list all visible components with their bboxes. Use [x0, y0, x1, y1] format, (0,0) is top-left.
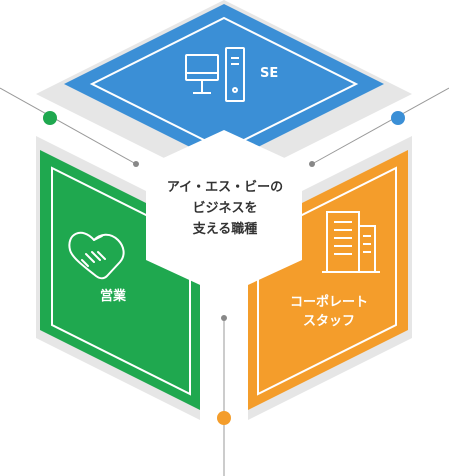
computer-icon: [185, 47, 245, 102]
handshake-icon: [68, 231, 125, 280]
dot-left: [43, 111, 57, 125]
segment-se-fill: [64, 4, 384, 164]
dot-inner-right: [309, 161, 315, 167]
connector-left: [0, 87, 137, 165]
sales-label: 営業: [100, 289, 127, 304]
segment-se: [36, 0, 412, 188]
connector-lines: [0, 87, 449, 476]
center-title-line2: ビジネスを: [192, 201, 258, 216]
dot-right: [391, 111, 405, 125]
center-title: アイ・エス・ビーの ビジネスを 支える職種: [147, 177, 303, 240]
connector-right: [311, 87, 449, 165]
corporate-label-line1: コーポレート: [289, 295, 368, 310]
dot-bottom: [217, 411, 231, 425]
center-title-line3: 支える職種: [192, 222, 258, 237]
dot-inner-left: [133, 161, 139, 167]
corporate-label-line2: スタッフ: [302, 314, 355, 329]
building-icon: [322, 211, 380, 273]
corporate-label: コーポレート スタッフ: [287, 293, 371, 331]
center-title-line1: アイ・エス・ビーの: [166, 180, 284, 195]
dot-inner-bottom: [221, 315, 227, 321]
center-hexagon: [146, 130, 302, 296]
se-label: SE: [260, 66, 279, 81]
